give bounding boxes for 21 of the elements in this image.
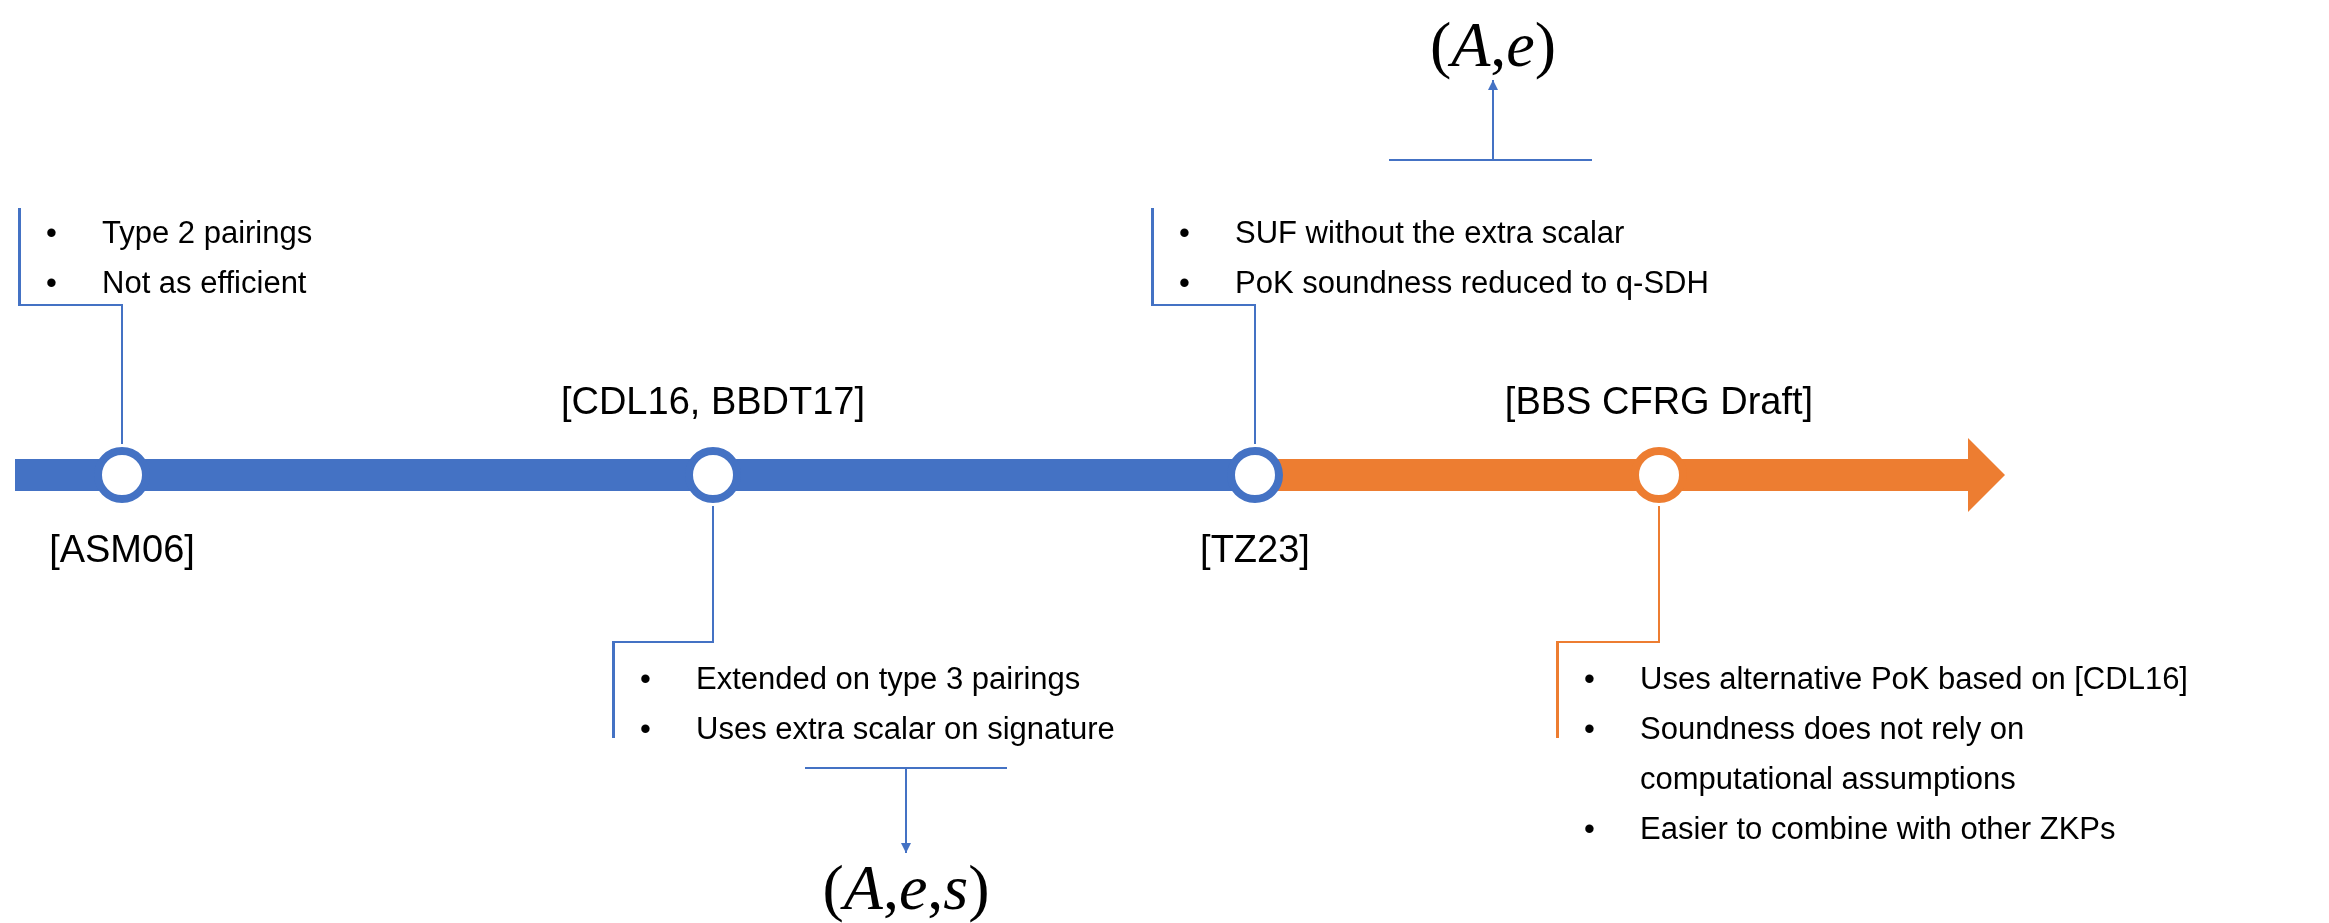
milestone-label: [TZ23]: [1200, 527, 1310, 572]
milestone-label: [CDL16, BBDT17]: [560, 379, 866, 424]
formula-text: (A,e): [1429, 10, 1557, 80]
bullet-text: • Type 2 pairings: [46, 214, 314, 252]
arrow: [1488, 79, 1498, 161]
bullet-text: • Extended on type 3 pairings: [640, 660, 1082, 698]
formula-text: (A,e,s): [822, 853, 990, 923]
bullet-text: • Easier to combine with other ZKPs: [1584, 810, 2117, 848]
bullet-text: • Uses extra scalar on signature: [640, 710, 1116, 748]
bullet-text: • Not as efficient: [46, 264, 308, 302]
milestone-label: [BBS CFRG Draft]: [1504, 379, 1814, 424]
bullet-text: • SUF without the extra scalar: [1179, 214, 1626, 252]
bullet-text: • Uses alternative PoK based on [CDL16]: [1584, 660, 2189, 698]
leader-line: [17, 304, 123, 445]
leader-line: [1555, 505, 1660, 643]
milestone-label: [ASM06]: [49, 527, 195, 572]
bullet-text: • Soundness does not rely on computational assumptions: [1584, 710, 2026, 798]
leader-line: [611, 505, 714, 643]
arrow: [901, 767, 911, 854]
leader-line: [1150, 304, 1256, 445]
bullet-text: • PoK soundness reduced to q-SDH: [1179, 264, 1710, 302]
